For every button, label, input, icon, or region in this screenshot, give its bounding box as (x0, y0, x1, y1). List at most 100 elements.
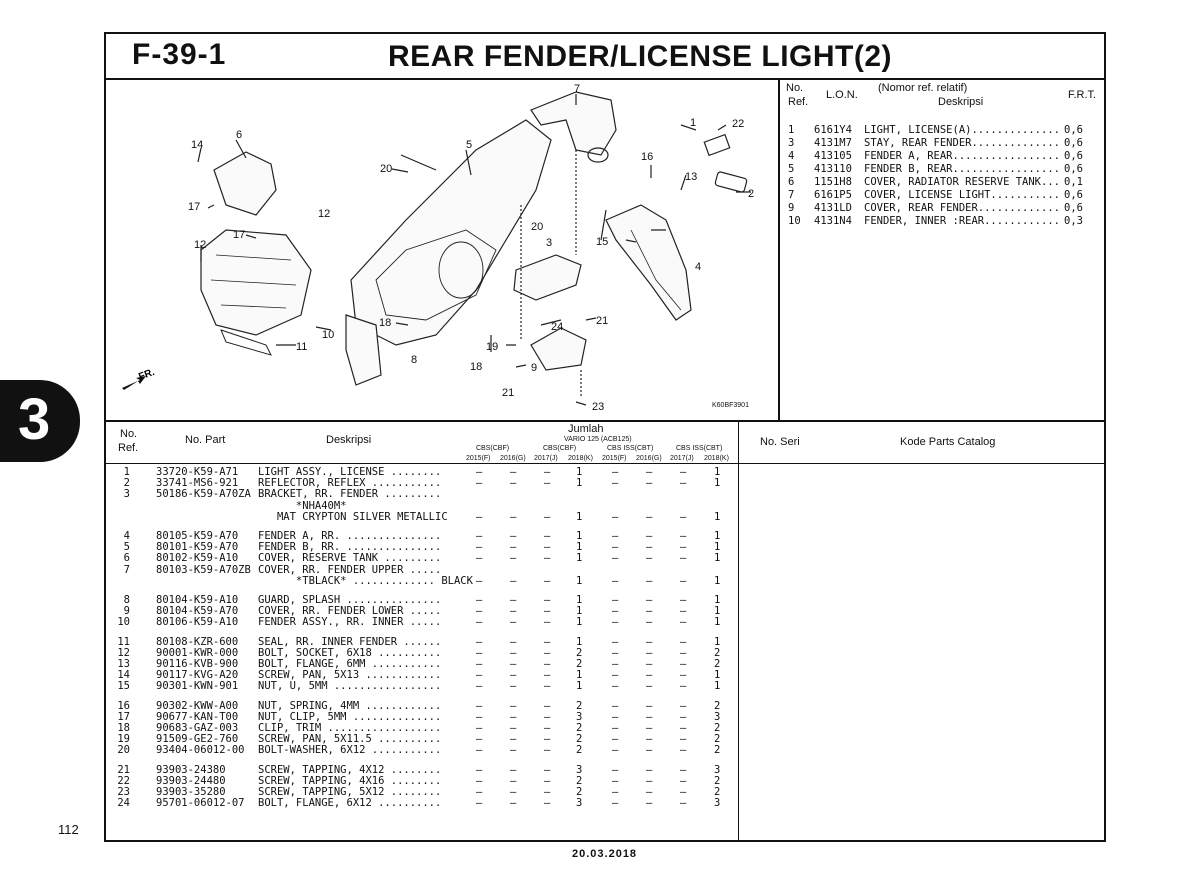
svg-text:2: 2 (748, 188, 754, 200)
row-quantity: 1 (576, 680, 583, 693)
part-fender-b (350, 119, 552, 346)
row-quantity: 1 (576, 552, 583, 565)
row-quantity: – (646, 722, 653, 734)
row-part-number: 90677-KAN-T00 (156, 710, 239, 723)
row-description: COVER, RR. FENDER UPPER ..... (258, 563, 442, 576)
row-quantity: – (510, 699, 517, 712)
svg-text:15: 15 (596, 236, 608, 248)
row-quantity: 1 (714, 605, 721, 618)
row-ref-no: 8 (123, 594, 130, 606)
row-quantity: 1 (714, 466, 721, 478)
parts-header-no: No. (120, 428, 138, 440)
row-quantity: 2 (576, 658, 583, 670)
row-quantity: – (680, 699, 687, 712)
lon-row-no: 6 (788, 176, 795, 188)
parts-header-jumlah: Jumlah (568, 423, 604, 435)
row-quantity: – (476, 744, 483, 757)
row-quantity: – (646, 477, 653, 490)
row-quantity: 2 (576, 646, 583, 659)
row-quantity: – (646, 658, 653, 670)
divider (104, 420, 1106, 422)
row-quantity: – (612, 552, 619, 565)
row-quantity: 1 (576, 605, 583, 618)
lon-table: No. Ref. L.O.N. (Nomor ref. relatif) Des… (780, 80, 1104, 420)
svg-text:19: 19 (486, 341, 498, 353)
divider (104, 78, 1106, 80)
parts-header-group-4: CBS ISS(CBT) (676, 445, 723, 452)
row-quantity: 2 (576, 722, 583, 734)
row-quantity: 1 (576, 594, 583, 606)
row-ref-no: 22 (117, 774, 130, 787)
row-quantity: 1 (576, 477, 583, 490)
row-quantity: 2 (714, 658, 721, 670)
part-reflector (714, 171, 748, 193)
svg-text:8: 8 (411, 354, 417, 366)
svg-text:20: 20 (380, 163, 392, 175)
row-quantity: – (544, 477, 551, 490)
svg-text:9: 9 (531, 362, 537, 374)
svg-text:20: 20 (531, 221, 543, 233)
row-quantity: – (476, 635, 483, 648)
row-quantity: 1 (714, 669, 721, 682)
row-quantity: – (544, 466, 551, 478)
row-quantity: – (544, 710, 551, 723)
svg-text:21: 21 (502, 387, 514, 399)
lon-row-frt: 0,6 (1064, 137, 1083, 149)
row-quantity: – (612, 733, 619, 746)
row-description: NUT, U, 5MM ................. (258, 680, 442, 693)
row-quantity: – (510, 797, 517, 810)
row-quantity: – (680, 594, 687, 606)
row-quantity: – (646, 646, 653, 659)
row-description: *TBLACK* ............. BLACK (258, 574, 473, 587)
row-quantity: – (510, 605, 517, 618)
section-tab: 3 (0, 380, 80, 462)
row-quantity: 2 (714, 744, 721, 757)
row-quantity: – (510, 744, 517, 757)
svg-text:21: 21 (596, 315, 608, 327)
row-description: SEAL, RR. INNER FENDER ...... (258, 635, 442, 648)
lon-header-desc-top: (Nomor ref. relatif) (878, 82, 968, 94)
row-part-number: 80104-K59-A70 (156, 605, 239, 618)
row-quantity: – (510, 616, 517, 629)
row-quantity: – (680, 733, 687, 746)
row-quantity: – (646, 466, 653, 478)
table-row: *NHA40M* (106, 500, 738, 512)
row-part-number: 93903-24380 (156, 763, 226, 776)
row-quantity: – (646, 541, 653, 554)
row-quantity: – (646, 605, 653, 618)
lon-row-desc: COVER, RADIATOR RESERVE TANK... (864, 176, 1060, 188)
row-quantity: – (476, 530, 483, 542)
row-quantity: 3 (576, 710, 583, 723)
footer-date: 20.03.2018 (572, 848, 638, 860)
row-quantity: – (510, 722, 517, 734)
row-quantity: – (510, 552, 517, 565)
row-quantity: – (510, 530, 517, 542)
diagram-code: F-39-1 (132, 38, 227, 71)
svg-text:14: 14 (191, 139, 203, 151)
row-quantity: 2 (576, 744, 583, 757)
lon-row-frt: 0,6 (1064, 150, 1083, 162)
row-quantity: – (476, 722, 483, 734)
lon-header-no: No. (786, 82, 804, 94)
row-part-number: 95701-06012-07 (156, 797, 245, 810)
part-cover-upper (530, 91, 617, 156)
row-quantity: – (646, 574, 653, 587)
part-cover-reserve-tank (213, 151, 277, 216)
row-quantity: 2 (714, 722, 721, 734)
row-quantity: 2 (576, 699, 583, 712)
lon-row-no: 3 (788, 137, 795, 149)
row-ref-no: 17 (117, 710, 130, 723)
row-quantity: – (646, 680, 653, 693)
row-quantity: – (612, 786, 619, 798)
row-part-number: 90683-GAZ-003 (156, 722, 239, 734)
row-quantity: 1 (576, 574, 583, 587)
lon-row-no: 5 (788, 163, 795, 175)
lon-header-lon: L.O.N. (826, 89, 858, 101)
part-license-light (703, 133, 731, 157)
row-quantity: – (510, 658, 517, 670)
lon-row-code: 6161P5 (814, 189, 852, 201)
row-quantity: 2 (714, 774, 721, 787)
row-ref-no: 24 (117, 797, 130, 810)
